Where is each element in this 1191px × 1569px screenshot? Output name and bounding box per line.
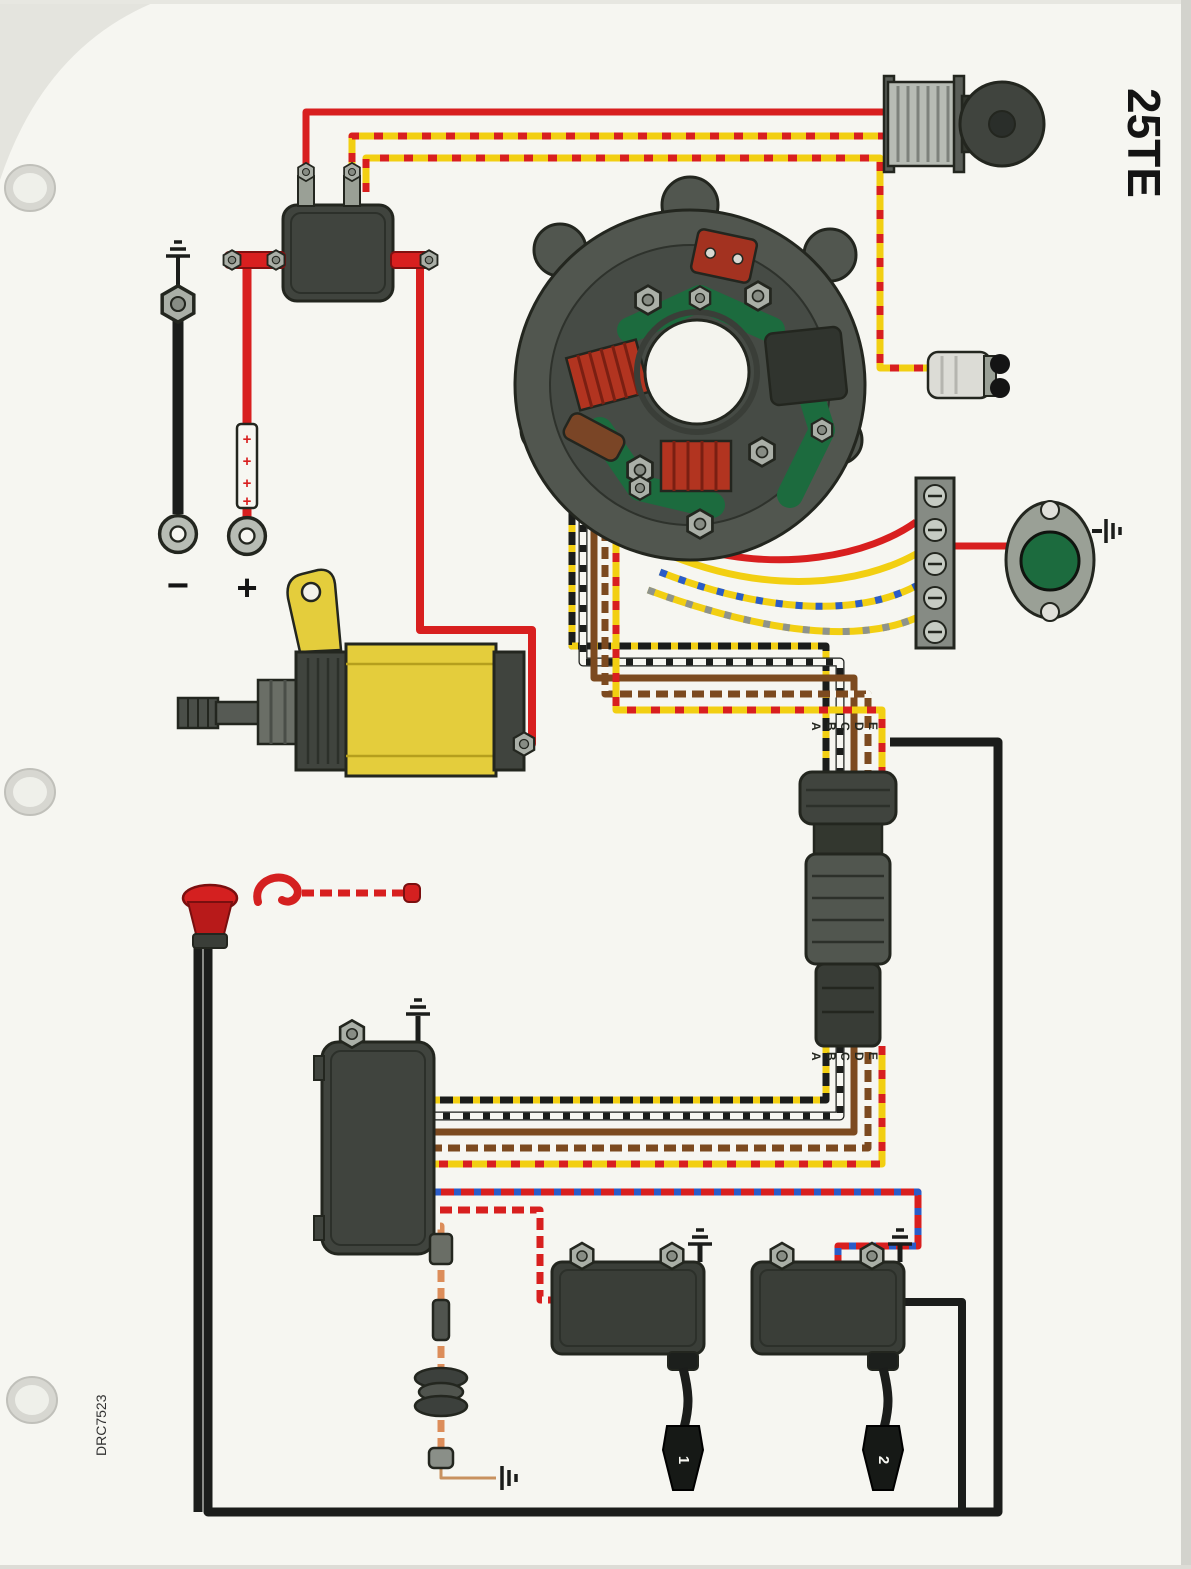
cylinder-number-2: 2	[875, 1456, 892, 1464]
ignition-coil-2	[750, 1228, 914, 1430]
cable-plus-mark: +	[243, 475, 252, 492]
punch-hole	[4, 768, 56, 816]
starter-terminal	[512, 731, 536, 757]
ignition-module	[763, 325, 849, 407]
pin-label-b-top: B	[824, 722, 838, 731]
fuel-primer-solenoid	[882, 74, 1046, 174]
post-nut	[343, 162, 361, 182]
battery-positive-cable: + + + + +	[226, 422, 268, 608]
cylinder-number-1: 1	[675, 1456, 692, 1464]
stator-bolt	[628, 475, 652, 501]
plate-bolt	[634, 284, 662, 316]
terminal-screw	[922, 585, 948, 611]
sensor-coil	[659, 439, 733, 493]
coil-bolt	[769, 1241, 795, 1271]
spark-plug-boot-1: 1	[661, 1425, 705, 1491]
pin-label-d-top: D	[852, 722, 866, 731]
spark-plug-boot-2: 2	[861, 1425, 905, 1491]
stator-bolt	[810, 417, 834, 443]
lug-nut	[266, 249, 286, 271]
harness-wires	[172, 108, 1102, 1517]
pin-label-e-top: E	[866, 722, 880, 730]
battery-positive-symbol: +	[236, 567, 257, 608]
inline-connector	[428, 1232, 454, 1266]
pin-label-a-bottom: A	[809, 1052, 823, 1061]
coil-bolt	[659, 1241, 685, 1271]
spark-plug-wire-1	[678, 1366, 693, 1430]
sheet-title: 25TE	[1118, 88, 1170, 198]
cable-plus-mark: +	[243, 493, 252, 510]
inline-connector	[431, 1298, 451, 1342]
pin-label-a-top: A	[809, 722, 823, 731]
starter-shaft	[214, 700, 262, 726]
starter-end-cap-left	[294, 650, 350, 772]
spark-tower	[867, 1351, 899, 1371]
terminal-screw	[922, 619, 948, 645]
spark-plug-wire-2	[878, 1366, 893, 1430]
terminal-screw	[922, 551, 948, 577]
pin-label-c-bottom: C	[838, 1052, 852, 1061]
plate-bolt	[744, 280, 772, 312]
pin-label-e-bottom: E	[866, 1052, 880, 1060]
sensor-lead-hardware	[413, 1232, 518, 1492]
terminal-screw	[922, 483, 948, 509]
top-coil-module	[689, 228, 759, 284]
ignition-coil-1	[550, 1228, 714, 1430]
stop-lanyard-switch	[181, 873, 421, 949]
punch-hole	[4, 164, 56, 212]
grommet	[413, 1394, 469, 1418]
page-corner-shade	[0, 0, 160, 180]
rectifier-body	[1019, 530, 1081, 592]
battery-negative-symbol: −	[167, 565, 189, 607]
rectifier	[1004, 500, 1122, 622]
lug-nut	[419, 249, 439, 271]
connector-pin-labels-bottom: A B C D E	[809, 1052, 880, 1061]
ground-bolt	[160, 284, 196, 324]
power-pack	[313, 998, 436, 1256]
pin-label-d-bottom: D	[852, 1052, 866, 1061]
wire-yellow-charge	[670, 550, 918, 585]
main-harness-connector	[798, 770, 898, 1048]
terminal-block	[914, 476, 956, 650]
trigger-arm	[562, 412, 626, 462]
starter-bendix	[256, 678, 300, 746]
doc-number: DRC7523	[93, 1394, 109, 1456]
switch-contact	[990, 378, 1010, 398]
lanyard-clip	[253, 873, 302, 906]
cable-plus-mark: +	[243, 453, 252, 470]
pin-label-c-top: C	[838, 722, 852, 731]
lanyard-cord-end	[403, 883, 421, 903]
wire-black-stop-loop	[203, 737, 1003, 1517]
ring-terminal-positive	[226, 515, 268, 557]
punch-hole	[6, 1376, 58, 1424]
wire-black-coil2	[904, 1298, 966, 1512]
crankshaft-bore	[643, 318, 751, 426]
lug-nut	[222, 249, 242, 271]
spark-tower	[667, 1351, 699, 1371]
plate-bolt	[686, 508, 714, 540]
pin-label-b-bottom: B	[824, 1052, 838, 1061]
stator-bolt	[688, 285, 712, 311]
post-nut	[297, 162, 315, 182]
flywheel-ignition-plate	[513, 175, 867, 562]
coil-bolt	[569, 1241, 595, 1271]
temperature-switch	[926, 350, 1010, 400]
ring-terminal-negative	[157, 513, 199, 555]
wire-red-primer-feed	[302, 108, 892, 186]
terminal-screw	[922, 517, 948, 543]
switch-contact	[990, 354, 1010, 374]
connector-pin-labels-top: A B C D E	[809, 722, 880, 731]
lead-cap	[427, 1446, 455, 1470]
electric-starter-motor	[176, 568, 536, 778]
rectifier-mount-hole	[1040, 500, 1060, 520]
powerpack-bolt	[338, 1019, 366, 1049]
wire-sensor-ground	[439, 1468, 496, 1480]
coil-bolt	[859, 1241, 885, 1271]
starter-solenoid	[222, 162, 439, 303]
battery-ground-cable: −	[157, 240, 199, 607]
rectifier-mount-hole	[1040, 602, 1060, 622]
plate-bolt	[748, 436, 776, 468]
cable-plus-mark: +	[243, 431, 252, 448]
